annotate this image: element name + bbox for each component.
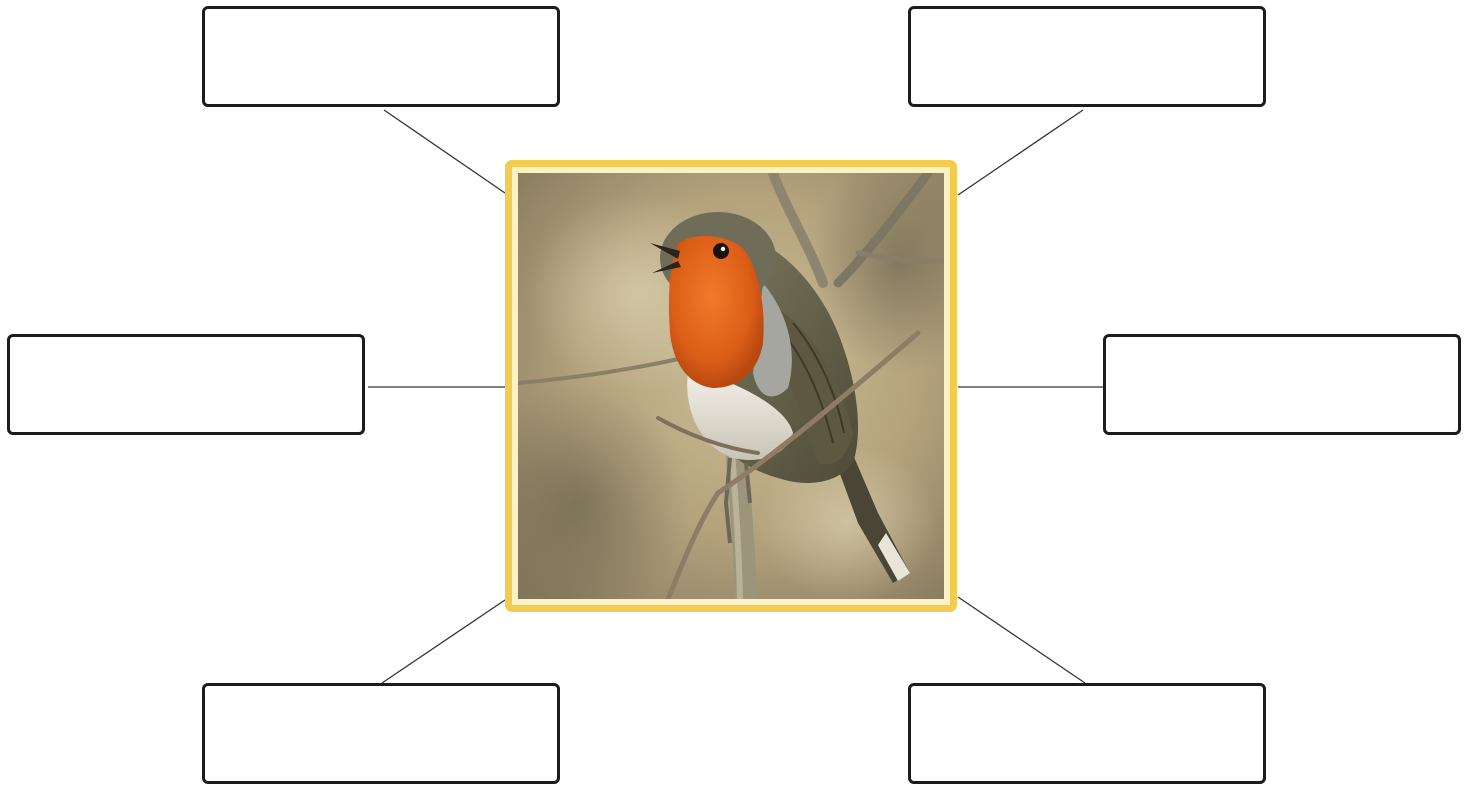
label-box-bottom-left[interactable] [202,683,560,784]
photo-frame [505,160,957,612]
robin-photo [518,173,944,599]
connector-bottom-left [382,600,505,683]
label-box-top-left[interactable] [202,6,560,107]
connector-top-right [958,110,1083,195]
label-box-middle-right[interactable] [1103,334,1461,435]
connector-bottom-right [958,597,1085,683]
label-box-bottom-right[interactable] [908,683,1266,784]
label-box-middle-left[interactable] [7,334,365,435]
label-box-top-right[interactable] [908,6,1266,107]
connector-top-left [384,110,505,193]
